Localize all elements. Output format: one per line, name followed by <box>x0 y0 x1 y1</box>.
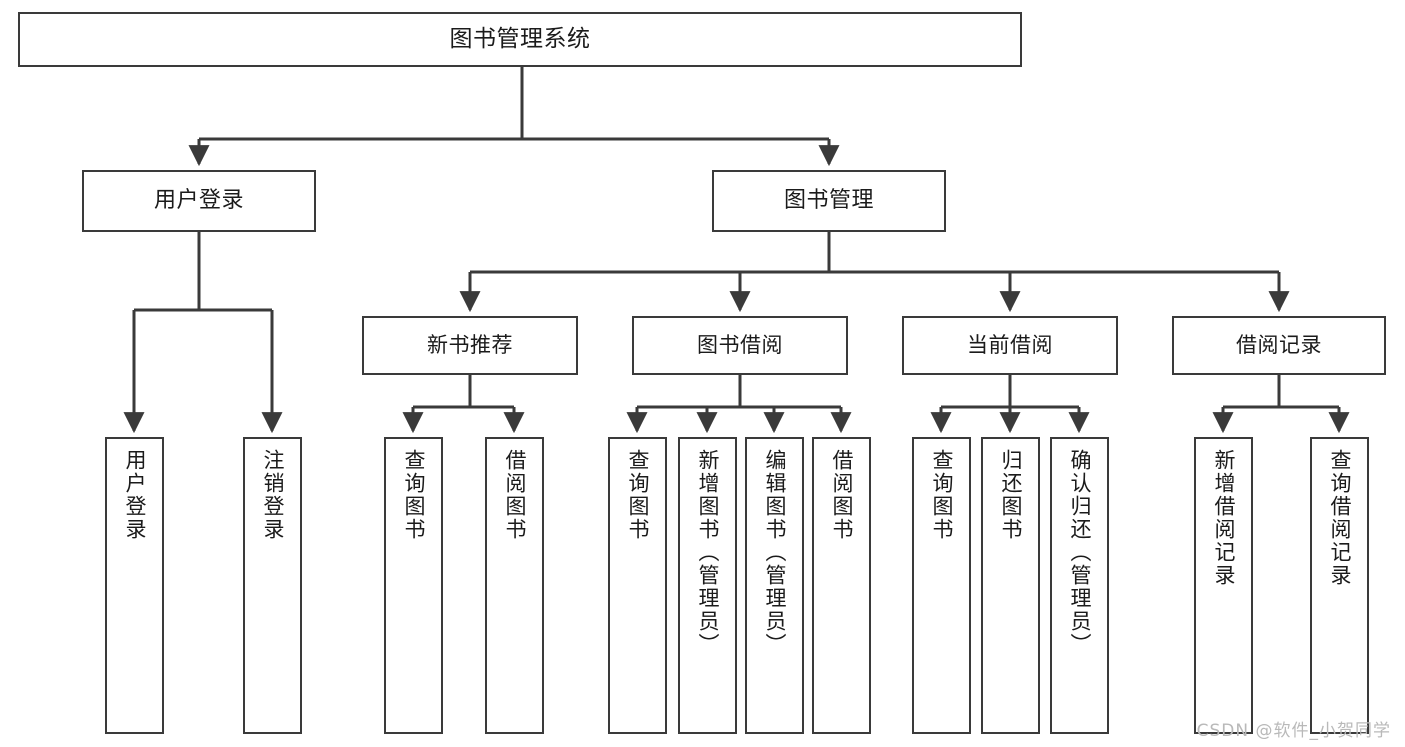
node-leaf-borrow-book-1-label: 借阅图书 <box>503 449 527 541</box>
node-leaf-user-login[interactable]: 用户登录 <box>105 437 164 734</box>
node-leaf-confirm-return[interactable]: 确认归还（管理员） <box>1050 437 1109 734</box>
node-root-label: 图书管理系统 <box>449 26 591 53</box>
node-book-borrow-label: 图书借阅 <box>697 333 783 358</box>
node-borrow-record[interactable]: 借阅记录 <box>1172 316 1386 375</box>
node-leaf-add-record-label: 新增借阅记录 <box>1212 449 1236 587</box>
node-leaf-borrow-book-2-label: 借阅图书 <box>830 449 854 541</box>
node-new-book-rec-label: 新书推荐 <box>427 333 513 358</box>
node-book-manage-label: 图书管理 <box>783 188 874 214</box>
node-leaf-borrow-book-2[interactable]: 借阅图书 <box>812 437 871 734</box>
node-leaf-return-book-label: 归还图书 <box>999 449 1023 541</box>
node-leaf-edit-book[interactable]: 编辑图书（管理员） <box>745 437 804 734</box>
node-user-login-label: 用户登录 <box>153 188 244 214</box>
node-leaf-user-login-label: 用户登录 <box>123 449 147 541</box>
node-user-login[interactable]: 用户登录 <box>82 170 316 232</box>
node-leaf-logout[interactable]: 注销登录 <box>243 437 302 734</box>
node-leaf-query-book-3[interactable]: 查询图书 <box>912 437 971 734</box>
node-root[interactable]: 图书管理系统 <box>18 12 1022 67</box>
node-book-borrow[interactable]: 图书借阅 <box>632 316 848 375</box>
node-leaf-borrow-book-1[interactable]: 借阅图书 <box>485 437 544 734</box>
node-leaf-return-book[interactable]: 归还图书 <box>981 437 1040 734</box>
node-current-borrow[interactable]: 当前借阅 <box>902 316 1118 375</box>
node-borrow-record-label: 借阅记录 <box>1236 333 1322 358</box>
node-leaf-query-record-label: 查询借阅记录 <box>1328 449 1352 587</box>
node-leaf-query-book-3-label: 查询图书 <box>930 449 954 541</box>
node-leaf-query-book-1[interactable]: 查询图书 <box>384 437 443 734</box>
node-new-book-rec[interactable]: 新书推荐 <box>362 316 578 375</box>
node-leaf-add-book-label: 新增图书（管理员） <box>696 449 720 656</box>
node-book-manage[interactable]: 图书管理 <box>712 170 946 232</box>
node-leaf-add-book[interactable]: 新增图书（管理员） <box>678 437 737 734</box>
node-leaf-confirm-return-label: 确认归还（管理员） <box>1068 449 1092 656</box>
node-leaf-query-book-2[interactable]: 查询图书 <box>608 437 667 734</box>
csdn-watermark: CSDN @软件_小贺同学 <box>1196 721 1391 741</box>
node-leaf-edit-book-label: 编辑图书（管理员） <box>763 449 787 656</box>
node-current-borrow-label: 当前借阅 <box>967 333 1053 358</box>
node-leaf-query-record[interactable]: 查询借阅记录 <box>1310 437 1369 734</box>
node-leaf-query-book-2-label: 查询图书 <box>626 449 650 541</box>
node-leaf-query-book-1-label: 查询图书 <box>402 449 426 541</box>
node-leaf-add-record[interactable]: 新增借阅记录 <box>1194 437 1253 734</box>
node-leaf-logout-label: 注销登录 <box>261 449 285 541</box>
